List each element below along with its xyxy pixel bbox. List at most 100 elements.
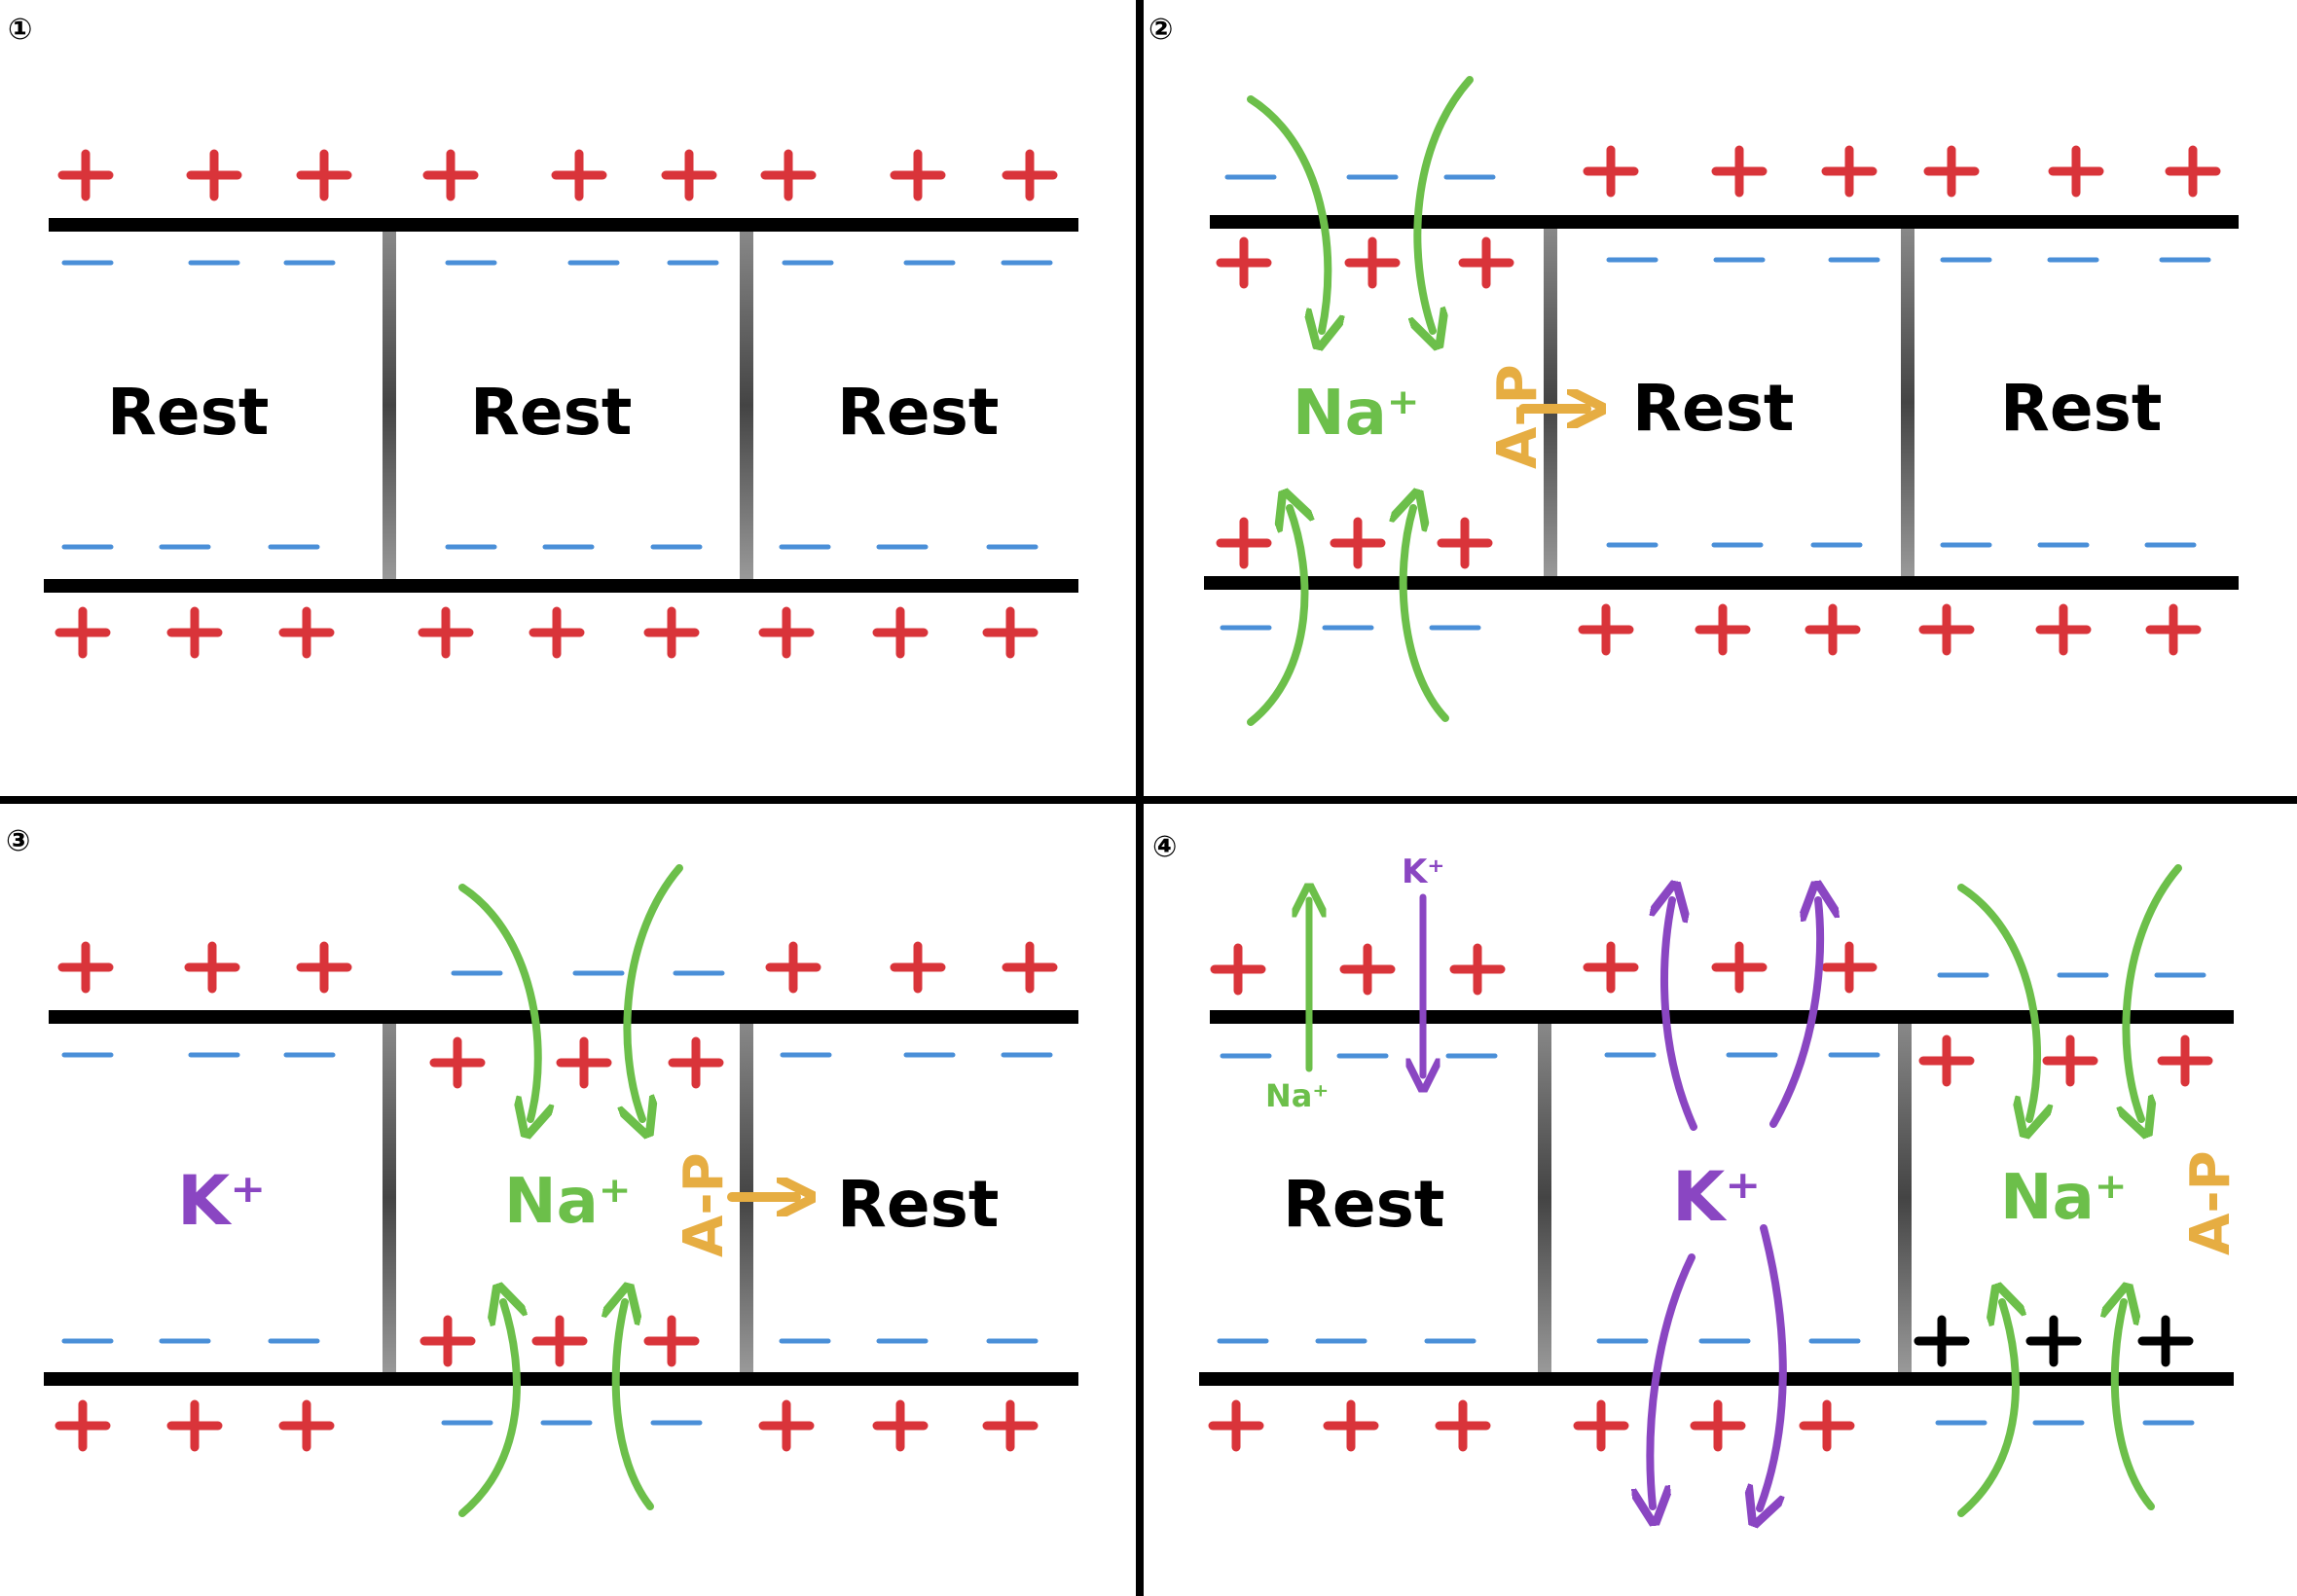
positive-charge xyxy=(57,941,114,994)
positive-charge xyxy=(1805,603,1861,656)
charge-row xyxy=(1208,1399,1491,1452)
positive-charge xyxy=(1918,1034,1975,1087)
segment-boundary xyxy=(1544,229,1557,576)
positive-charge xyxy=(2157,1034,2213,1087)
sodium-label: Na⁺ xyxy=(2000,1162,2128,1234)
sodium-influx-arrow xyxy=(1247,508,1304,726)
positive-charge xyxy=(529,606,585,659)
pump-potassium-label: K⁺ xyxy=(1402,852,1444,891)
positive-charge xyxy=(643,1315,700,1367)
potassium-efflux-arrow xyxy=(1760,1224,1787,1508)
positive-charge xyxy=(758,606,815,659)
positive-charge xyxy=(1923,145,1980,198)
sodium-label: Na⁺ xyxy=(1293,378,1420,450)
membrane-bottom xyxy=(44,1372,1078,1386)
action-potential-label: A-P xyxy=(673,1152,736,1257)
sodium-influx-arrow xyxy=(1247,95,1328,331)
positive-charge xyxy=(1449,943,1506,996)
positive-charge xyxy=(1002,941,1058,994)
positive-charge xyxy=(2042,1034,2098,1087)
charge-row xyxy=(57,941,352,994)
positive-charge xyxy=(1799,1399,1855,1452)
positive-charge xyxy=(1711,145,1768,198)
action-potential-label: A-P xyxy=(1486,364,1550,469)
segment-boundary xyxy=(1538,1024,1551,1372)
positive-charge xyxy=(1435,1399,1491,1452)
positive-charge xyxy=(1437,517,1493,569)
panel-4-number: ④ xyxy=(1152,830,1177,864)
positive-charge xyxy=(1002,149,1058,201)
segment-boundary xyxy=(383,232,396,579)
charge-row xyxy=(758,1399,1039,1452)
positive-charge xyxy=(1330,517,1386,569)
positive-charge xyxy=(1578,603,1634,656)
positive-charge xyxy=(1690,1399,1746,1452)
positive-charge xyxy=(1583,145,1639,198)
panel-2-number: ② xyxy=(1148,13,1173,47)
sodium-influx-arrow xyxy=(2126,864,2182,1119)
positive-charge xyxy=(1210,943,1266,996)
membrane-bottom xyxy=(44,579,1078,593)
positive-charge xyxy=(55,1399,111,1452)
membrane-bottom xyxy=(1204,576,2239,590)
positive-charge xyxy=(982,1399,1039,1452)
positive-charge xyxy=(296,941,352,994)
positive-charge xyxy=(1914,1315,1970,1367)
positive-charge xyxy=(429,1036,486,1089)
positive-charge xyxy=(1711,941,1768,994)
panel-1: Rest Rest Rest xyxy=(44,149,1078,659)
positive-charge xyxy=(872,1399,929,1452)
rest-label: Rest xyxy=(2000,371,2162,446)
positive-charge xyxy=(2035,603,2092,656)
positive-charge xyxy=(890,941,946,994)
positive-charge xyxy=(2137,1315,2194,1367)
positive-charge xyxy=(184,941,240,994)
membrane-top xyxy=(1210,215,2239,229)
charge-row xyxy=(765,941,1058,994)
positive-charge xyxy=(186,149,242,201)
charge-row xyxy=(1583,145,2221,198)
sodium-influx-arrow xyxy=(458,1302,517,1517)
sodium-influx-arrow xyxy=(458,884,538,1119)
positive-charge xyxy=(1323,1399,1379,1452)
charge-row xyxy=(1210,943,1506,996)
rest-label: Rest xyxy=(1283,1167,1444,1242)
charge-row xyxy=(1583,941,1878,994)
rest-label: Rest xyxy=(837,1167,999,1242)
positive-charge xyxy=(278,606,335,659)
panel-2: Na⁺ A-P Rest Rest xyxy=(1204,76,2239,726)
segment-boundary xyxy=(1901,229,1914,576)
positive-charge xyxy=(872,606,929,659)
sodium-influx-arrow xyxy=(616,1302,654,1510)
sodium-influx-arrow xyxy=(1957,884,2037,1119)
charge-row xyxy=(1216,517,1493,569)
positive-charge xyxy=(166,606,223,659)
positive-charge xyxy=(278,1399,335,1452)
positive-charge xyxy=(418,606,474,659)
sodium-influx-arrow xyxy=(627,864,683,1119)
positive-charge xyxy=(982,606,1039,659)
segment-boundary xyxy=(1898,1024,1912,1372)
positive-charge xyxy=(1821,145,1878,198)
potassium-efflux-arrow xyxy=(1664,900,1697,1131)
sodium-influx-arrow xyxy=(2115,1302,2155,1510)
positive-charge xyxy=(1583,941,1639,994)
pump-sodium-label: Na⁺ xyxy=(1265,1077,1329,1114)
positive-charge xyxy=(551,149,607,201)
charge-row xyxy=(1216,236,1514,289)
segment-boundary xyxy=(383,1024,396,1372)
potassium-label: K⁺ xyxy=(1672,1157,1761,1237)
positive-charge xyxy=(2165,145,2221,198)
positive-charge xyxy=(556,1036,612,1089)
positive-charge xyxy=(765,941,821,994)
positive-charge xyxy=(166,1399,223,1452)
positive-charge xyxy=(661,149,717,201)
positive-charge xyxy=(1458,236,1514,289)
panel-3-number: ③ xyxy=(6,824,30,858)
sodium-influx-arrow xyxy=(1417,76,1474,331)
positive-charge xyxy=(1216,236,1272,289)
charge-row xyxy=(1578,603,2202,656)
positive-charge xyxy=(296,149,352,201)
membrane-top xyxy=(49,1010,1078,1024)
action-potential-label: A-P xyxy=(2179,1150,2242,1255)
